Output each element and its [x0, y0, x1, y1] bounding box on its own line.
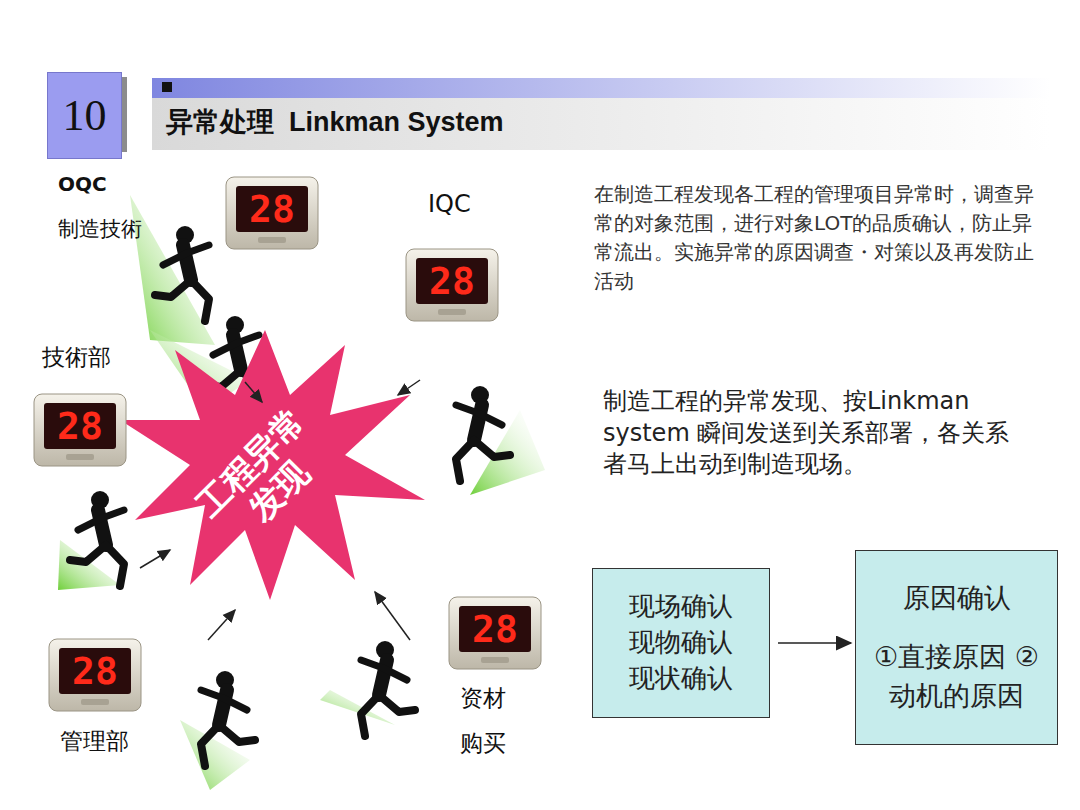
flow-arrow	[778, 642, 851, 644]
group-label: 管理部	[60, 726, 129, 757]
group-label: 技術部	[42, 342, 111, 373]
number-box: 10	[47, 72, 122, 159]
display-digits: 28	[249, 190, 295, 228]
description-text: 在制造工程发现各工程的管理项目异常时，调查异常的对象范围，进行对象LOT的品质确…	[594, 180, 1044, 296]
check-box: 现场确认 现物确认 现状确认	[592, 568, 770, 718]
description-text: 制造工程的异常发现、按Linkman system 瞬间发送到关系部署，各关系者…	[603, 386, 1033, 481]
group-label: OQC	[58, 172, 107, 196]
display-digits: 28	[57, 407, 103, 445]
cause-box: 原因确认 ①直接原因 ②动机的原因	[855, 550, 1058, 745]
node-text: 10	[48, 78, 121, 153]
display-digits: 28	[429, 262, 475, 300]
display-digits: 28	[472, 610, 518, 648]
group-label: 资材	[460, 683, 506, 714]
node-text: 现场确认 现物确认 现状确认	[622, 589, 740, 697]
group-label: IQC	[428, 190, 471, 218]
display-digits: 28	[72, 652, 118, 690]
node-text: 原因确认	[862, 580, 1052, 615]
group-label: 购买	[460, 728, 506, 759]
node-text: 工程异常 发现	[184, 396, 345, 557]
group-label: 制造技術	[58, 215, 142, 243]
starburst: 工程异常 发现	[175, 390, 355, 563]
node-body: ①直接原因 ②动机的原因	[872, 637, 1042, 715]
slide-heading: 异常处理 Linkman System	[166, 104, 504, 140]
